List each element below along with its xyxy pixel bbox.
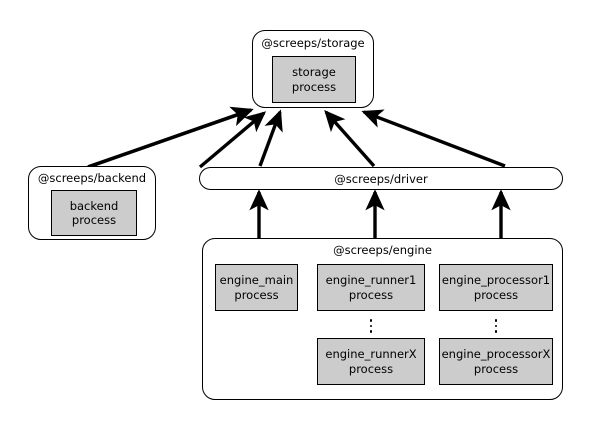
process-storage-name: storage: [292, 65, 336, 79]
process-engine-runnerx-suffix: process: [348, 361, 394, 376]
vertical-ellipsis-icon-runner: [317, 315, 425, 337]
process-backend-name: backend: [69, 198, 119, 213]
process-engine-processorx-suffix: process: [473, 361, 519, 376]
process-engine-runner1[interactable]: engine_runner1 process: [317, 264, 425, 311]
process-engine-runnerx-name: engine_runnerX: [325, 347, 417, 361]
process-engine-runner1-suffix: process: [348, 287, 394, 302]
process-backend[interactable]: backend process: [51, 190, 137, 236]
process-storage[interactable]: storage process: [272, 56, 356, 103]
process-engine-runner1-name: engine_runner1: [325, 273, 417, 287]
process-backend-suffix: process: [71, 213, 117, 227]
process-engine-processor1-name: engine_processor1: [441, 273, 551, 287]
process-storage-suffix: process: [291, 79, 337, 94]
arrow-driver-to-storage-4: [361, 109, 506, 168]
process-engine-processorx-name: engine_processorX: [441, 347, 551, 361]
package-engine-label: @screeps/engine: [333, 243, 432, 257]
process-engine-processor1-suffix: process: [473, 287, 519, 302]
arrow-driver-to-storage-1: [198, 111, 267, 169]
package-driver[interactable]: @screeps/driver: [199, 167, 563, 190]
process-engine-main-suffix: process: [234, 287, 279, 302]
process-engine-processor1[interactable]: engine_processor1 process: [439, 264, 553, 311]
package-storage[interactable]: @screeps/storage storage process: [252, 30, 374, 108]
process-engine-main[interactable]: engine_main process: [215, 264, 298, 311]
process-engine-runnerx[interactable]: engine_runnerX process: [317, 338, 425, 385]
package-storage-label: @screeps/storage: [261, 36, 365, 50]
arrow-driver-to-storage-3: [324, 109, 376, 168]
package-backend[interactable]: @screeps/backend backend process: [28, 166, 156, 240]
package-engine[interactable]: @screeps/engine engine_main process engi…: [202, 238, 563, 400]
arrow-backend-to-storage: [87, 106, 254, 169]
arrow-driver-to-storage-2: [258, 109, 283, 167]
process-engine-main-name: engine_main: [219, 273, 294, 287]
package-backend-label: @screeps/backend: [37, 171, 147, 185]
package-driver-label: @screeps/driver: [334, 171, 428, 186]
process-engine-processorx[interactable]: engine_processorX process: [439, 338, 553, 385]
vertical-ellipsis-icon-processor: [439, 315, 553, 337]
